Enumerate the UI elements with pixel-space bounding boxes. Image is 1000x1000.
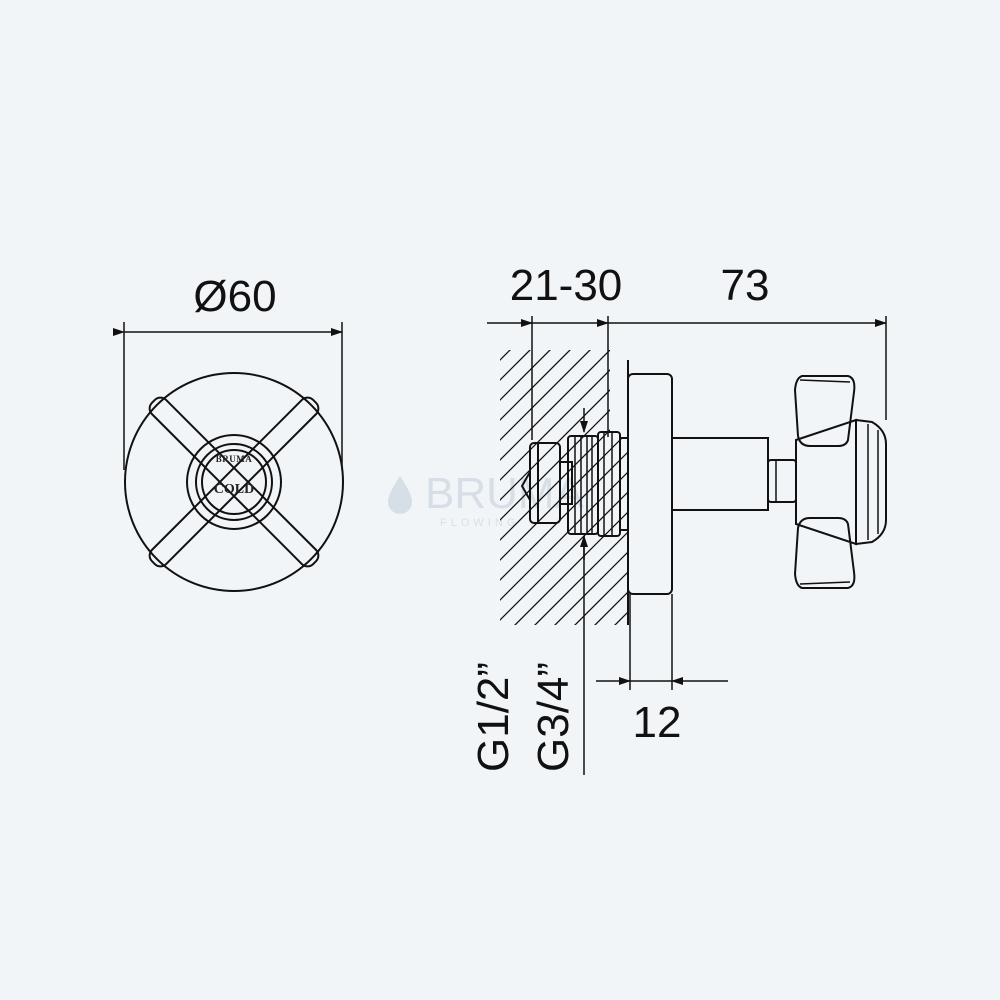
spindle: [767, 459, 797, 503]
flange: [627, 373, 673, 595]
wall-depth-label: 21-30: [510, 261, 623, 310]
thread-label-g12: G1/2”: [469, 662, 518, 772]
cap-insert: [201, 449, 267, 515]
hub-outer: [186, 434, 282, 530]
side-view: 21-30 73: [469, 261, 887, 775]
front-view: Ø60 BRUMA COLD: [113, 272, 344, 592]
shank: [671, 437, 769, 511]
droplet-icon: [388, 476, 412, 514]
hub-ring: [195, 443, 273, 521]
projection-label: 73: [721, 261, 770, 310]
cross-handle-side: [793, 375, 887, 589]
watermark-tagline: FLOWING: [440, 517, 519, 529]
handle-spokes: [148, 396, 320, 568]
thread-label-g34: G3/4”: [529, 662, 578, 772]
escutcheon-circle: [124, 372, 344, 592]
flange-label: 12: [633, 698, 682, 747]
cap-cold-text: COLD: [214, 482, 254, 497]
watermark: BRUMA FLOWING: [388, 469, 585, 529]
valve-body: [520, 431, 629, 537]
cap-brand-text: BRUMA: [216, 454, 253, 464]
diameter-label: Ø60: [193, 272, 276, 321]
watermark-brand: BRUMA: [425, 469, 585, 518]
